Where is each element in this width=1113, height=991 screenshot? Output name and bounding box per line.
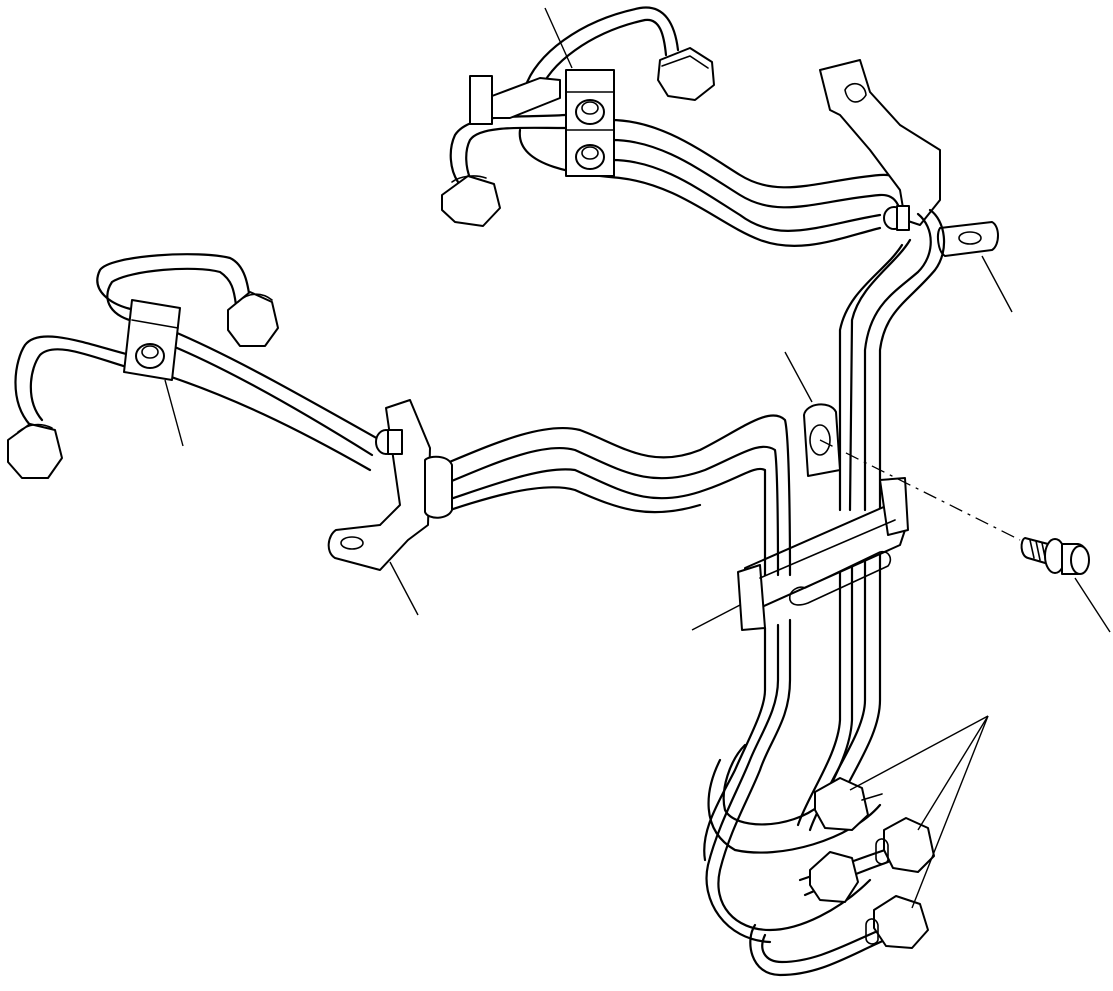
sleeve-nut-icon	[865, 895, 929, 949]
sleeve-nut-icon	[814, 777, 883, 831]
sleeve-nut-icon	[875, 817, 935, 873]
bolt-icon	[375, 429, 403, 455]
leader-line	[911, 715, 989, 909]
leader-line	[164, 379, 184, 447]
leader-line	[1074, 577, 1111, 633]
bolt-icon	[883, 205, 910, 231]
flange-bolt-icon	[1020, 537, 1090, 575]
sleeve-nut-icon	[809, 851, 859, 903]
leader-line	[389, 561, 419, 616]
leader-line	[917, 715, 989, 831]
clamp-block-left-icon	[123, 299, 181, 381]
bracket-center	[803, 403, 841, 477]
bracket-left	[327, 399, 453, 571]
leader-line	[981, 255, 1013, 313]
sleeve-nut-icon	[7, 423, 63, 479]
pipe-assembly-vertical	[796, 208, 946, 832]
pipe-assembly-left	[7, 253, 890, 977]
leader-line	[784, 351, 813, 403]
clamp-block-top-icon	[565, 69, 615, 177]
leader-line	[544, 7, 573, 69]
leader-lines	[164, 7, 1111, 909]
pipe-clip-icon	[469, 75, 561, 125]
sleeve-nut-icon	[657, 47, 715, 101]
sleeve-nut-icon	[227, 291, 279, 347]
bracket-right	[819, 59, 999, 257]
leader-line	[849, 715, 989, 791]
leader-line	[691, 604, 741, 631]
injection-pump-nuts	[809, 777, 935, 949]
pipe-assembly-top	[441, 6, 917, 247]
alignment-dashed-line	[819, 439, 1021, 541]
sleeve-nut-icon	[441, 175, 501, 227]
clamp-center	[737, 477, 909, 631]
